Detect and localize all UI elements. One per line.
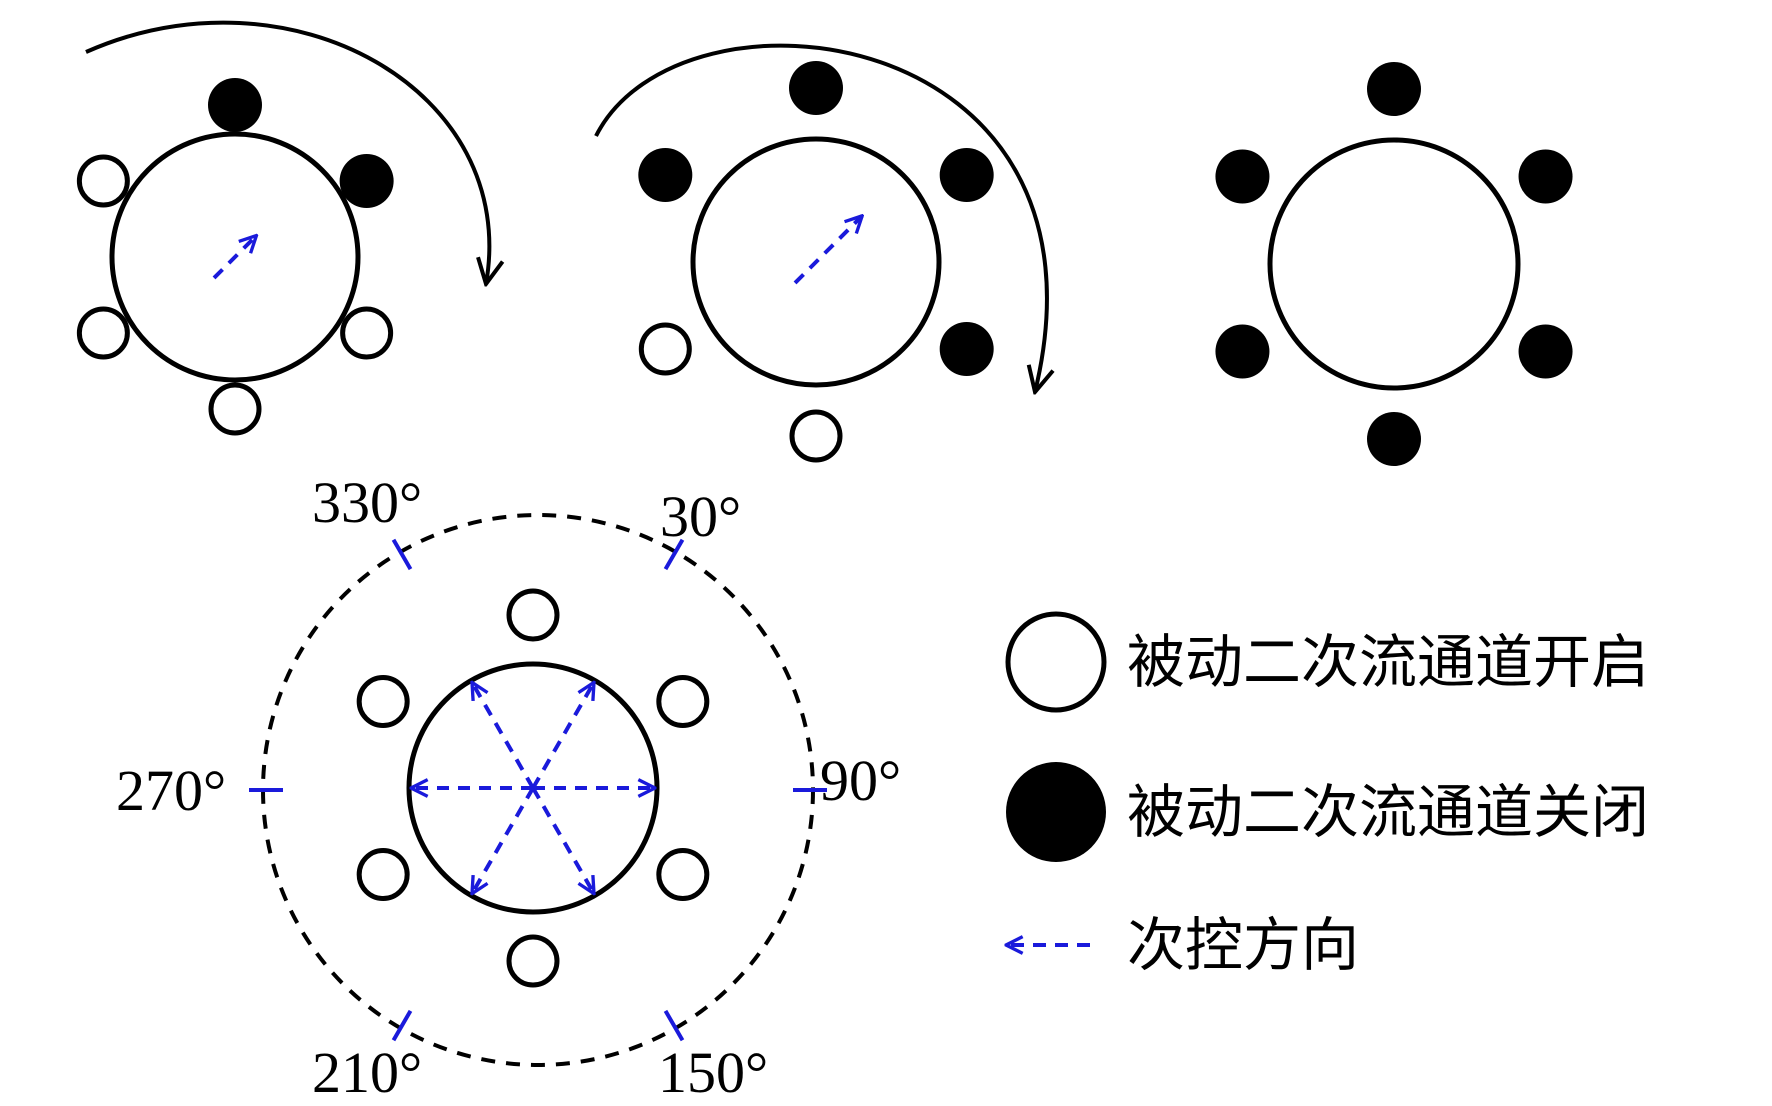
angle-panel-channel-2-open — [656, 675, 710, 728]
panel-2-channel-2-closed — [939, 148, 994, 202]
angle-label-210: 210° — [312, 1040, 422, 1105]
panel-1 — [76, 20, 489, 436]
angle-label-270: 270° — [116, 758, 226, 823]
panel-1-channel-1-closed — [208, 78, 262, 132]
legend-direction-label: 次控方向 — [1127, 911, 1359, 979]
panel-3-channel-3-closed — [1518, 324, 1573, 379]
panels-layer — [76, 20, 1573, 466]
panel-2-control-direction-arrow — [793, 216, 862, 285]
panel-3-main-ring — [1267, 137, 1521, 391]
panel-2 — [594, 43, 1047, 463]
panel-3-channel-2-closed — [1518, 149, 1573, 204]
angle-panel-channel-5-open — [356, 848, 410, 901]
legend-open-label: 被动二次流通道开启 — [1127, 628, 1649, 696]
panel-3-channel-4-closed — [1367, 412, 1421, 466]
panel-3-channel-5-closed — [1215, 324, 1270, 379]
legend-closed-swatch — [1006, 762, 1106, 862]
angle-tick-210 — [391, 1009, 413, 1042]
angle-tick-330 — [391, 538, 413, 571]
angle-channels — [356, 588, 710, 988]
legend-closed-label: 被动二次流通道关闭 — [1127, 778, 1649, 846]
angle-label-90: 90° — [820, 748, 901, 813]
panel-2-channel-6-closed — [638, 148, 693, 202]
panel-1-channel-6-open — [76, 154, 130, 208]
panel-1-control-direction-arrow — [212, 236, 256, 280]
panel-1-channel-2-closed — [339, 154, 394, 208]
angle-tick-150 — [663, 1009, 685, 1042]
panel-3-channel-1-closed — [1367, 62, 1421, 116]
panel-1-channel-3-open — [340, 306, 394, 360]
panel-2-rotation-arrow — [594, 43, 1047, 392]
panel-1-channel-5-open — [76, 306, 130, 360]
panel-3 — [1215, 62, 1573, 466]
legend-open-swatch — [1005, 611, 1107, 713]
panel-2-channel-3-closed — [939, 322, 994, 376]
angle-label-330: 330° — [312, 470, 422, 535]
panel-1-channel-4-open — [208, 382, 262, 436]
angle-label-30: 30° — [660, 484, 741, 549]
panel-2-channel-4-open — [789, 409, 843, 463]
angle-panel-channel-1-open — [506, 588, 560, 642]
legend: 被动二次流通道开启 被动二次流通道关闭 次控方向 — [1005, 611, 1649, 979]
panel-1-rotation-arrow — [85, 20, 489, 284]
angle-tick-30 — [663, 538, 685, 571]
panel-2-channel-5-open — [638, 322, 692, 376]
angle-panel-channel-6-open — [356, 675, 410, 728]
angle-ticks — [249, 538, 827, 1042]
panel-3-channel-6-closed — [1215, 149, 1270, 204]
panel-2-channel-1-closed — [789, 61, 843, 115]
angle-panel: 330° 30° 270° 90° 210° 150° — [116, 470, 901, 1105]
angle-panel-channel-3-open — [656, 848, 710, 901]
angle-label-150: 150° — [658, 1040, 768, 1105]
angle-panel-channel-4-open — [506, 934, 560, 988]
